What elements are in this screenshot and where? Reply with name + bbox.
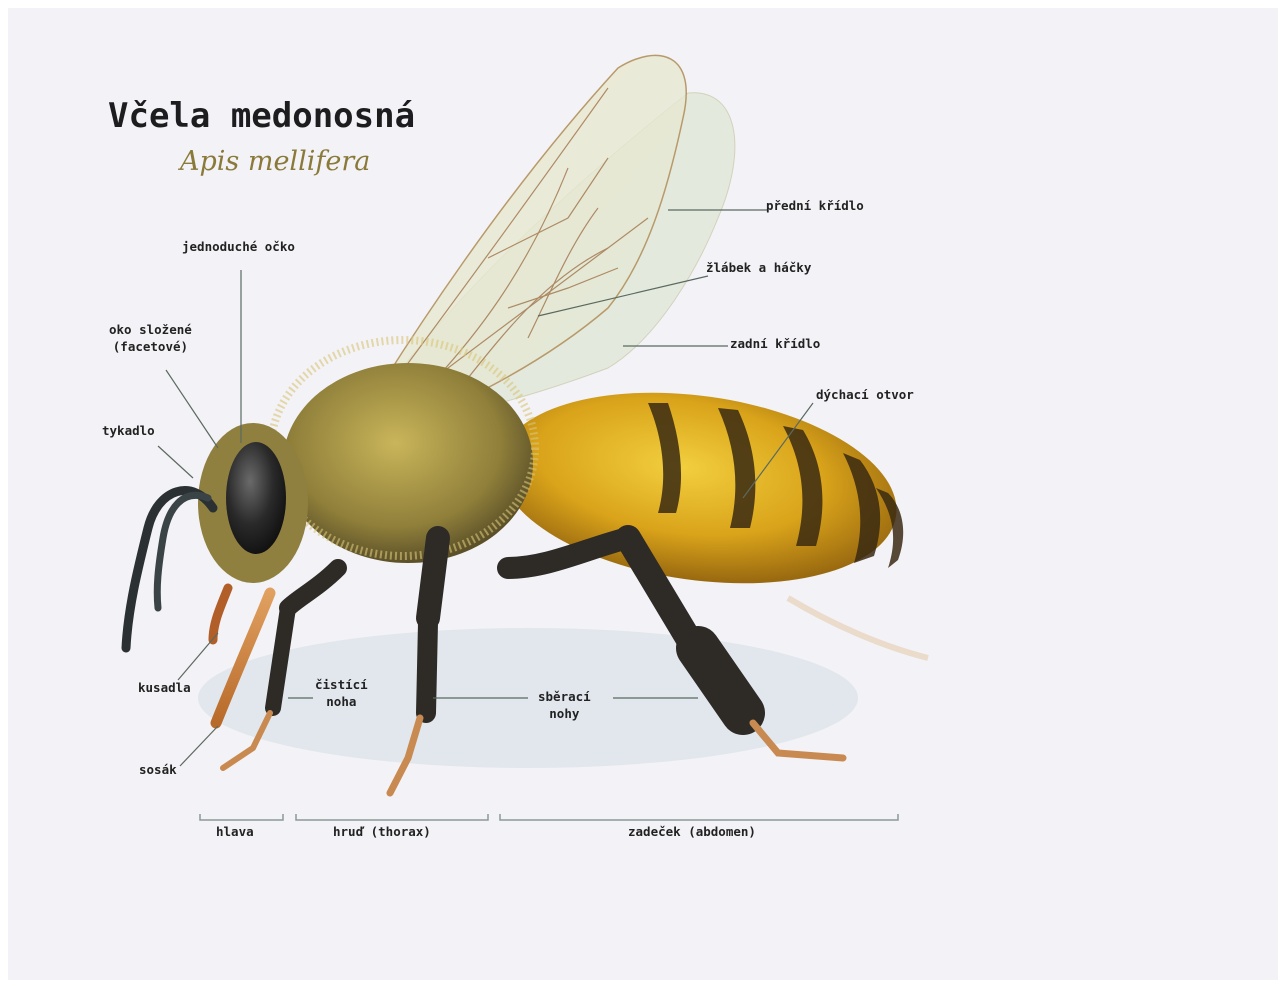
compound-eye (226, 442, 286, 554)
label-cistici-line2: noha (315, 693, 368, 710)
label-cistici-line1: čistící (315, 676, 368, 693)
label-oko-slozene: oko složené (facetové) (109, 321, 192, 355)
label-predni-kridlo: přední křídlo (766, 197, 864, 214)
segment-zadecek: zadeček (abdomen) (628, 823, 756, 840)
diagram-title: Včela medonosná (108, 96, 415, 136)
label-sberaci-line1: sběrací (538, 688, 591, 705)
leader-kusadla (178, 633, 218, 680)
label-dychaci-otvor: dýchací otvor (816, 386, 914, 403)
bracket-zadecek (500, 814, 898, 820)
bracket-hlava (200, 814, 283, 820)
diagram-subtitle: Apis mellifera (180, 146, 370, 177)
diagram-sheet: Včela medonosná Apis mellifera přední kř… (8, 8, 1278, 980)
label-oko-slozene-line2: (facetové) (109, 338, 192, 355)
mandible (213, 588, 228, 640)
leader-oko (166, 370, 218, 448)
segment-brackets (200, 814, 898, 820)
label-kusadla: kusadla (138, 679, 191, 696)
label-zadni-kridlo: zadní křídlo (730, 335, 820, 352)
segment-hlava: hlava (216, 823, 254, 840)
leader-tykadlo (158, 446, 193, 478)
label-oko-slozene-line1: oko složené (109, 321, 192, 338)
label-zlabek-hacky: žlábek a háčky (706, 259, 811, 276)
label-cistici-noha: čistící noha (315, 676, 368, 710)
label-sberaci-line2: nohy (538, 705, 591, 722)
label-sosak: sosák (139, 761, 177, 778)
label-jednoduche-ocko: jednoduché očko (182, 238, 295, 255)
label-tykadlo: tykadlo (102, 422, 155, 439)
leader-sosak (180, 726, 218, 766)
label-sberaci-nohy: sběrací nohy (538, 688, 591, 722)
segment-hrud: hruď (thorax) (333, 823, 431, 840)
stinger-wing-tip (788, 598, 928, 658)
bracket-hrud (296, 814, 488, 820)
